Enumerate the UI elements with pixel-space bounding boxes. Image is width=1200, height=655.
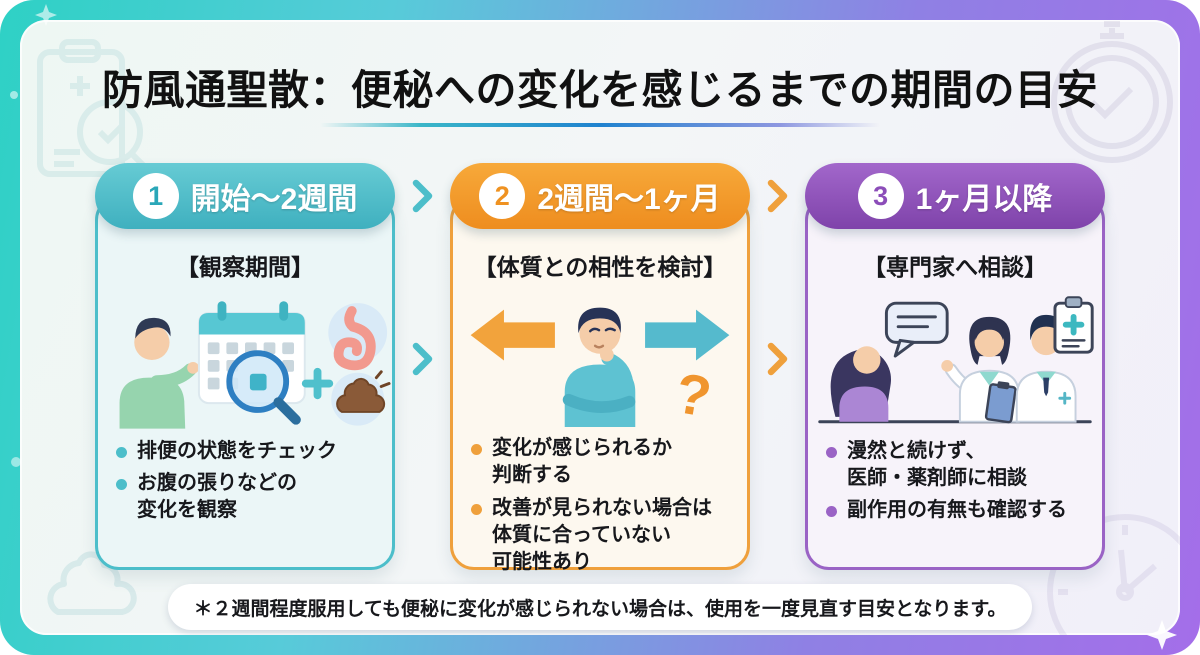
bullet-text: 排便の状態をチェック <box>137 440 337 462</box>
step-subtitle: 【体質との相性を検討】 <box>473 254 727 280</box>
bullet-dot <box>471 444 482 456</box>
step-subtitle: 【観察期間】 <box>176 254 314 280</box>
stopwatch-icon <box>1051 21 1173 163</box>
bullet-item: 排便の状態をチェック <box>116 438 378 465</box>
left-arrow-icon <box>470 309 555 361</box>
bullet-dot <box>826 447 837 458</box>
bullet-text: 漫然と続けず、 医師・薬剤師に相談 <box>847 440 1027 490</box>
clipboard-magnifier-icon <box>37 39 151 177</box>
chevron-right-icon <box>767 342 788 376</box>
bullet-item: 漫然と続けず、 医師・薬剤師に相談 <box>826 438 1088 492</box>
step-card-3-body: 【専門家へ相談】 <box>805 196 1105 570</box>
chevron-right-icon <box>412 179 433 213</box>
step-period-label: 開始〜2週間 <box>190 183 358 216</box>
step-period-label: 1ヶ月以降 <box>915 183 1053 216</box>
stomach-icon <box>328 303 388 371</box>
step-number-badge: 1 <box>132 173 179 219</box>
consultation-illustration <box>818 296 1094 424</box>
step-card-3: 【専門家へ相談】 <box>805 163 1105 570</box>
chevron-right-icon <box>767 179 788 213</box>
step-card-1-body: 【観察期間】 <box>95 196 395 570</box>
speech-bubble-icon <box>884 301 949 358</box>
step-card-1: 【観察期間】 <box>95 163 395 570</box>
step-3-illustration <box>808 290 1102 430</box>
bullet-dot <box>471 503 482 515</box>
step-3-header: 3 1ヶ月以降 <box>805 163 1105 229</box>
step-subtitle: 【専門家へ相談】 <box>863 254 1047 280</box>
step-period-label: 2週間〜1ヶ月 <box>537 183 721 216</box>
step-1-header: 1 開始〜2週間 <box>95 163 395 229</box>
step-1-illustration <box>98 290 392 430</box>
bullet-dot <box>116 479 127 491</box>
bullet-dot <box>826 506 837 518</box>
step-number-badge: 2 <box>479 173 526 219</box>
bullet-item: 変化が感じられるか 判断する <box>471 435 733 489</box>
plus-icon <box>301 367 334 400</box>
bullet-item: 副作用の有無も確認する <box>826 497 1088 524</box>
magnifier-icon <box>226 350 301 425</box>
page-title: 防風通聖散：便秘への変化を感じるまでの期間の目安 <box>102 67 1098 113</box>
step-2-bullets: 変化が感じられるか 判断する 改善が見られない場合は 体質に合っていない 可能性… <box>453 435 747 581</box>
thinking-person-illustration <box>562 307 636 428</box>
panel: 防風通聖散：便秘への変化を感じるまでの期間の目安 【観察期間】 <box>20 20 1180 635</box>
right-arrow-icon <box>645 309 730 361</box>
step-3-bullets: 漫然と続けず、 医師・薬剤師に相談 副作用の有無も確認する <box>808 438 1102 530</box>
step-number-badge: 3 <box>857 173 904 219</box>
chevron-right-icon <box>412 342 433 376</box>
bullet-item: 改善が見られない場合は 体質に合っていない 可能性あり <box>471 495 733 577</box>
bullet-item: お腹の張りなどの 変化を観察 <box>116 470 378 524</box>
bullet-text: お腹の張りなどの 変化を観察 <box>137 472 297 522</box>
bullet-text: 変化が感じられるか 判断する <box>492 437 672 487</box>
bullet-text: 改善が見られない場合は 体質に合っていない 可能性あり <box>492 496 712 573</box>
female-doctor <box>941 316 1020 424</box>
person-pointing-illustration <box>119 317 199 429</box>
step-1-bullets: 排便の状態をチェック お腹の張りなどの 変化を観察 <box>98 438 392 530</box>
step-card-2: 【体質との相性を検討】 <box>450 163 750 573</box>
question-mark: ? <box>671 362 716 427</box>
step-card-2-body: 【体質との相性を検討】 <box>450 196 750 573</box>
bullet-text: 副作用の有無も確認する <box>847 499 1067 522</box>
medical-clipboard-icon <box>1053 296 1094 354</box>
step-2-header: 2 2週間〜1ヶ月 <box>450 163 750 229</box>
title-underline <box>320 123 880 127</box>
clock-outline-icon <box>1047 514 1180 635</box>
stool-icon <box>331 370 391 426</box>
step-2-illustration: ? <box>453 290 747 428</box>
bullet-dot <box>116 447 127 458</box>
footer-note: ＊２週間程度服用しても便秘に変化が感じられない場合は、使用を一度見直す目安となり… <box>168 584 1032 630</box>
